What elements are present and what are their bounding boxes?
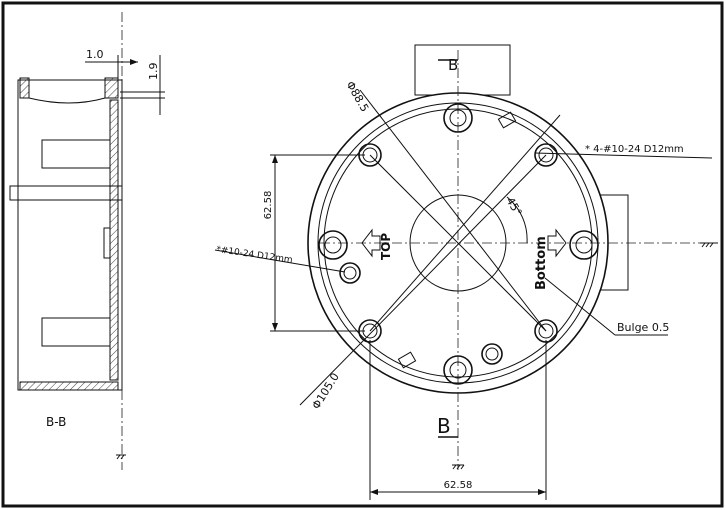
section-label: B-B: [46, 415, 66, 429]
dia-inner: Φ88.5: [343, 79, 371, 114]
label-top: TOP: [379, 233, 393, 260]
note-four-holes: * 4-#10-24 D12mm: [585, 144, 684, 155]
label-bottom: Bottom: [534, 236, 549, 290]
section-view: 1.0 1.9 B-B: [9, 12, 165, 470]
section-mark-top: B: [448, 56, 458, 74]
bulge-note: Bulge 0.5: [617, 321, 669, 334]
plan-view: 62.58 62.58 Φ88.5 Φ105.0 B B *#10-24 D12…: [214, 44, 718, 500]
note-single-hole: *#10-24 D12mm: [216, 245, 294, 266]
section-dim-wall: 1.0: [86, 48, 104, 61]
section-mark-bottom: B: [437, 414, 451, 438]
section-dim-step: 1.9: [147, 63, 160, 81]
dim-vertical: 62.58: [263, 191, 274, 220]
dia-outer: Φ105.0: [310, 371, 342, 412]
dim-horizontal: 62.58: [444, 480, 473, 491]
